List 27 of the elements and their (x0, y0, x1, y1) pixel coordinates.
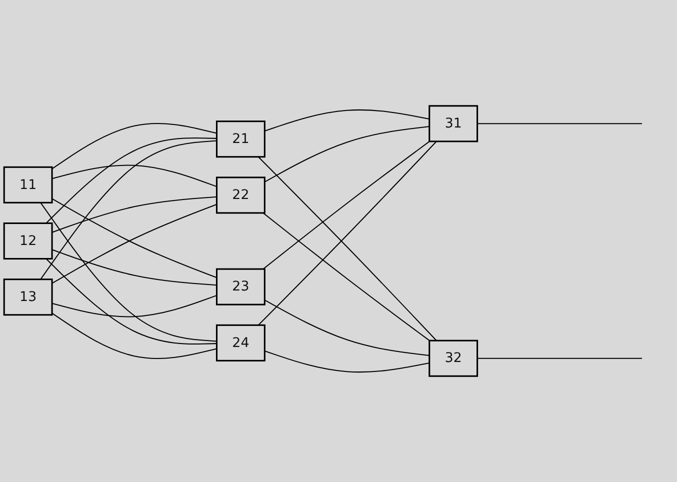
node-box: 22 (216, 176, 266, 214)
node-box: 11 (3, 166, 53, 204)
connector (46, 258, 217, 345)
node-box: 31 (428, 105, 478, 142)
connector (52, 164, 217, 188)
connector (264, 109, 430, 132)
connector (262, 140, 430, 270)
node-box: 12 (3, 222, 53, 260)
connector (264, 300, 430, 356)
connector (40, 202, 217, 342)
connector (52, 249, 217, 286)
connector (52, 294, 217, 318)
connector (52, 312, 217, 359)
connector (264, 350, 430, 373)
connector (52, 196, 217, 233)
node-box: 13 (3, 278, 53, 316)
node-box: 21 (216, 120, 266, 158)
connector (40, 140, 217, 280)
connector (264, 126, 430, 182)
node-box: 23 (216, 268, 266, 306)
connector (477, 123, 642, 124)
connector (262, 212, 430, 342)
connector (52, 123, 217, 170)
node-box: 32 (428, 340, 478, 377)
connector (477, 358, 642, 359)
node-box: 24 (216, 324, 266, 362)
connector (46, 137, 217, 224)
